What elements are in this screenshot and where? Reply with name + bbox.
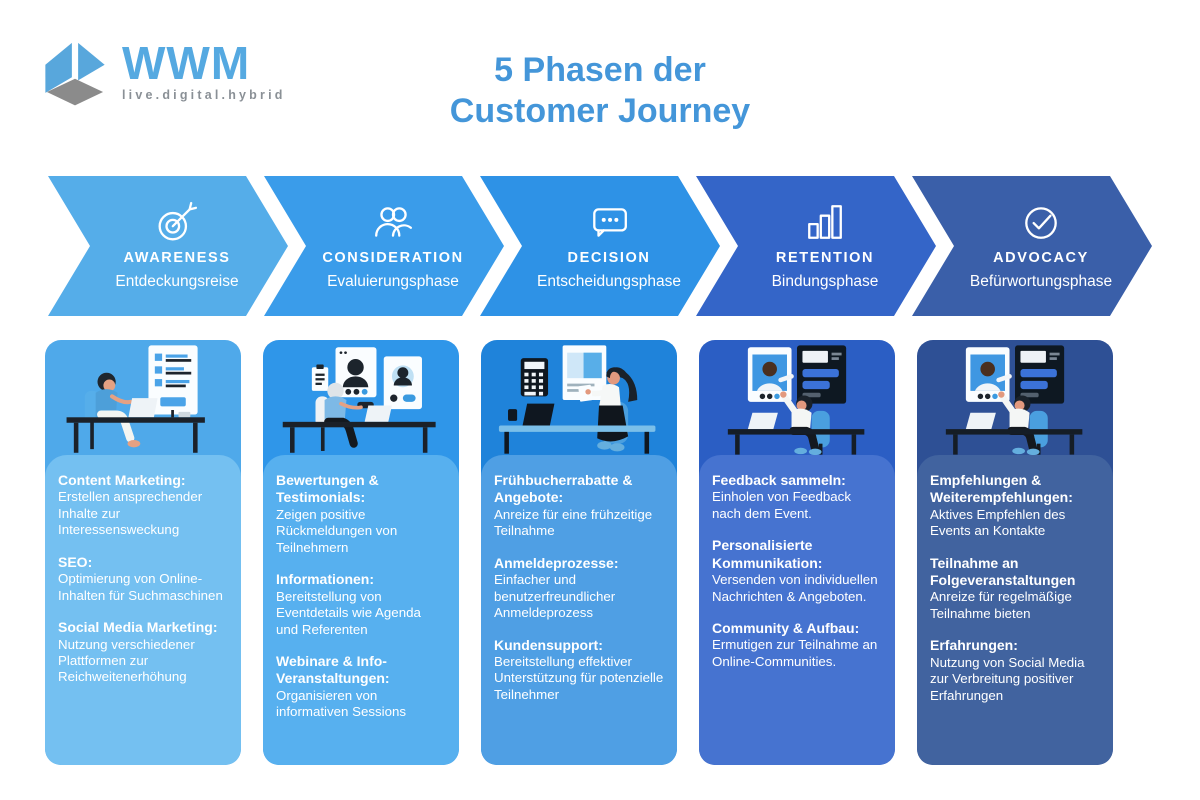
phase-chevron-advocacy: ADVOCACY Befürwortungsphase bbox=[912, 176, 1152, 316]
card-item: Webinare & Info-Veranstaltungen: Organis… bbox=[276, 653, 446, 721]
card-item: SEO: Optimierung von Online-Inhalten für… bbox=[58, 554, 228, 604]
card-item: Kundensupport: Bereitstellung effektiver… bbox=[494, 637, 664, 704]
card-text-panel: Empfehlungen & Weiterempfehlungen: Aktiv… bbox=[917, 455, 1113, 765]
phase-sublabel: Evaluierungsphase bbox=[327, 273, 459, 290]
phase-card-awareness: Content Marketing: Erstellen ansprechend… bbox=[45, 340, 241, 765]
item-title: Webinare & Info-Veranstaltungen: bbox=[276, 652, 390, 687]
item-title: Community & Aufbau: bbox=[712, 620, 860, 637]
card-item: Informationen: Bereitstellung von Eventd… bbox=[276, 571, 446, 638]
page-title: 5 Phasen der Customer Journey bbox=[0, 50, 1200, 132]
card-item: Anmeldeprozesse: Einfacher und benutzerf… bbox=[494, 555, 664, 622]
brand-logo: WWM live.digital.hybrid bbox=[36, 30, 286, 112]
target-icon bbox=[158, 201, 198, 241]
card-item: Content Marketing: Erstellen ansprechend… bbox=[58, 472, 228, 539]
item-body: Anreize für eine frühzeitige Teilnahme bbox=[494, 506, 653, 539]
phase-chevron-awareness: AWARENESS Entdeckungsreise bbox=[48, 176, 288, 316]
phase-sublabel: Befürwortungsphase bbox=[969, 273, 1113, 290]
item-body: Nutzung von Social Media zur Verbreitung… bbox=[930, 654, 1085, 703]
item-title: Personalisierte Kommunikation: bbox=[712, 537, 823, 571]
card-text-panel: Frühbucherrabatte & Angebote: Anreize fü… bbox=[481, 455, 677, 765]
item-title: Feedback sammeln: bbox=[712, 472, 846, 488]
item-body: Versenden von individuellen Nachrichten … bbox=[712, 572, 878, 604]
phase-sublabel: Entdeckungsreise bbox=[115, 273, 239, 290]
cube-logo-icon bbox=[45, 42, 105, 106]
brand-tagline: live.digital.hybrid bbox=[122, 88, 286, 103]
woman-desk-calculator-illustration bbox=[498, 345, 656, 454]
phase-card-advocacy: Empfehlungen & Weiterempfehlungen: Aktiv… bbox=[917, 340, 1113, 765]
phase-label: CONSIDERATION bbox=[322, 250, 464, 266]
person-desk-videocall-chat-illustration bbox=[945, 345, 1083, 455]
phase-label: RETENTION bbox=[775, 250, 875, 266]
item-title: Frühbucherrabatte & Angebote: bbox=[494, 472, 633, 506]
item-body: Einholen von Feedback nach dem Event. bbox=[712, 489, 851, 521]
item-title: Social Media Marketing: bbox=[58, 619, 218, 636]
item-body: Bereitstellung von Eventdetails wie Agen… bbox=[276, 588, 421, 637]
phase-card-row: Content Marketing: Erstellen ansprechend… bbox=[45, 340, 1155, 765]
phase-sublabel: Bindungsphase bbox=[771, 273, 879, 290]
item-title: Bewertungen & Testimonials: bbox=[276, 472, 379, 506]
bar-chart-icon bbox=[808, 205, 842, 239]
card-item: Feedback sammeln: Einholen von Feedback … bbox=[712, 472, 882, 522]
item-title: Anmeldeprozesse: bbox=[494, 554, 619, 571]
phase-arrow-row: AWARENESS Entdeckungsreise CONSIDERATION… bbox=[48, 176, 1152, 316]
item-title: Empfehlungen & Weiterempfehlungen: bbox=[930, 472, 1073, 506]
card-illustration bbox=[917, 340, 1113, 455]
item-body: Anreize für regelmäßige Teilnahme bieten bbox=[930, 589, 1072, 621]
card-item: Frühbucherrabatte & Angebote: Anreize fü… bbox=[494, 472, 664, 540]
item-title: Kundensupport: bbox=[494, 636, 603, 653]
card-text-panel: Bewertungen & Testimonials: Zeigen posit… bbox=[263, 455, 459, 765]
card-illustration bbox=[699, 340, 895, 455]
item-title: SEO: bbox=[58, 553, 93, 570]
item-body: Ermutigen zur Teilnahme an Online-Commun… bbox=[712, 637, 878, 669]
card-illustration bbox=[45, 340, 241, 455]
card-item: Bewertungen & Testimonials: Zeigen posit… bbox=[276, 472, 446, 556]
phase-sublabel: Entscheidungsphase bbox=[537, 273, 681, 290]
item-body: Bereitstellung effektiver Unterstützung … bbox=[494, 653, 664, 702]
item-title: Erfahrungen: bbox=[930, 637, 1018, 654]
phase-chevron-decision: DECISION Entscheidungsphase bbox=[480, 176, 720, 316]
item-body: Optimierung von Online-Inhalten für Such… bbox=[58, 571, 223, 603]
phase-card-decision: Frühbucherrabatte & Angebote: Anreize fü… bbox=[481, 340, 677, 765]
item-body: Einfacher und benutzerfreundlicher Anmel… bbox=[494, 572, 616, 621]
card-text-panel: Feedback sammeln: Einholen von Feedback … bbox=[699, 455, 895, 765]
phase-chevron-retention: RETENTION Bindungsphase bbox=[696, 176, 936, 316]
phase-label: DECISION bbox=[567, 250, 651, 266]
card-item: Empfehlungen & Weiterempfehlungen: Aktiv… bbox=[930, 472, 1100, 540]
card-illustration bbox=[263, 340, 459, 455]
item-title: Informationen: bbox=[276, 571, 374, 588]
phase-label: AWARENESS bbox=[123, 250, 231, 266]
item-body: Aktives Empfehlen des Events an Kontakte bbox=[930, 506, 1066, 539]
item-body: Zeigen positive Rückmeldungen von Teilne… bbox=[276, 506, 398, 555]
item-title: Content Marketing: bbox=[58, 472, 186, 488]
card-item: Community & Aufbau: Ermutigen zur Teilna… bbox=[712, 620, 882, 670]
person-desk-video-profiles-illustration bbox=[282, 347, 436, 453]
item-body: Organisieren von informativen Sessions bbox=[276, 687, 407, 720]
card-illustration bbox=[481, 340, 677, 455]
phase-card-retention: Feedback sammeln: Einholen von Feedback … bbox=[699, 340, 895, 765]
page-title-line2: Customer Journey bbox=[449, 91, 751, 130]
phase-label: ADVOCACY bbox=[993, 250, 1089, 266]
item-title: Teilnahme an Folgeveranstaltungen bbox=[930, 554, 1076, 589]
phase-card-consideration: Bewertungen & Testimonials: Zeigen posit… bbox=[263, 340, 459, 765]
check-circle-icon bbox=[1025, 207, 1057, 239]
page-title-line1: 5 Phasen der bbox=[494, 51, 706, 89]
people-icon bbox=[375, 207, 413, 237]
card-item: Personalisierte Kommunikation: Versenden… bbox=[712, 537, 882, 605]
woman-desk-laptop-poster-illustration bbox=[66, 345, 205, 453]
speech-bubble-icon bbox=[593, 208, 627, 237]
card-item: Social Media Marketing: Nutzung verschie… bbox=[58, 619, 228, 686]
person-desk-videocall-chat-illustration bbox=[727, 345, 865, 455]
card-item: Erfahrungen: Nutzung von Social Media zu… bbox=[930, 637, 1100, 704]
phase-chevron-consideration: CONSIDERATION Evaluierungsphase bbox=[264, 176, 504, 316]
brand-name: WWM bbox=[122, 37, 251, 89]
item-body: Nutzung verschiedener Plattformen zur Re… bbox=[58, 636, 195, 685]
card-text-panel: Content Marketing: Erstellen ansprechend… bbox=[45, 455, 241, 765]
item-body: Erstellen ansprechender Inhalte zur Inte… bbox=[58, 489, 203, 538]
card-item: Teilnahme an Folgeveranstaltungen Anreiz… bbox=[930, 555, 1100, 623]
